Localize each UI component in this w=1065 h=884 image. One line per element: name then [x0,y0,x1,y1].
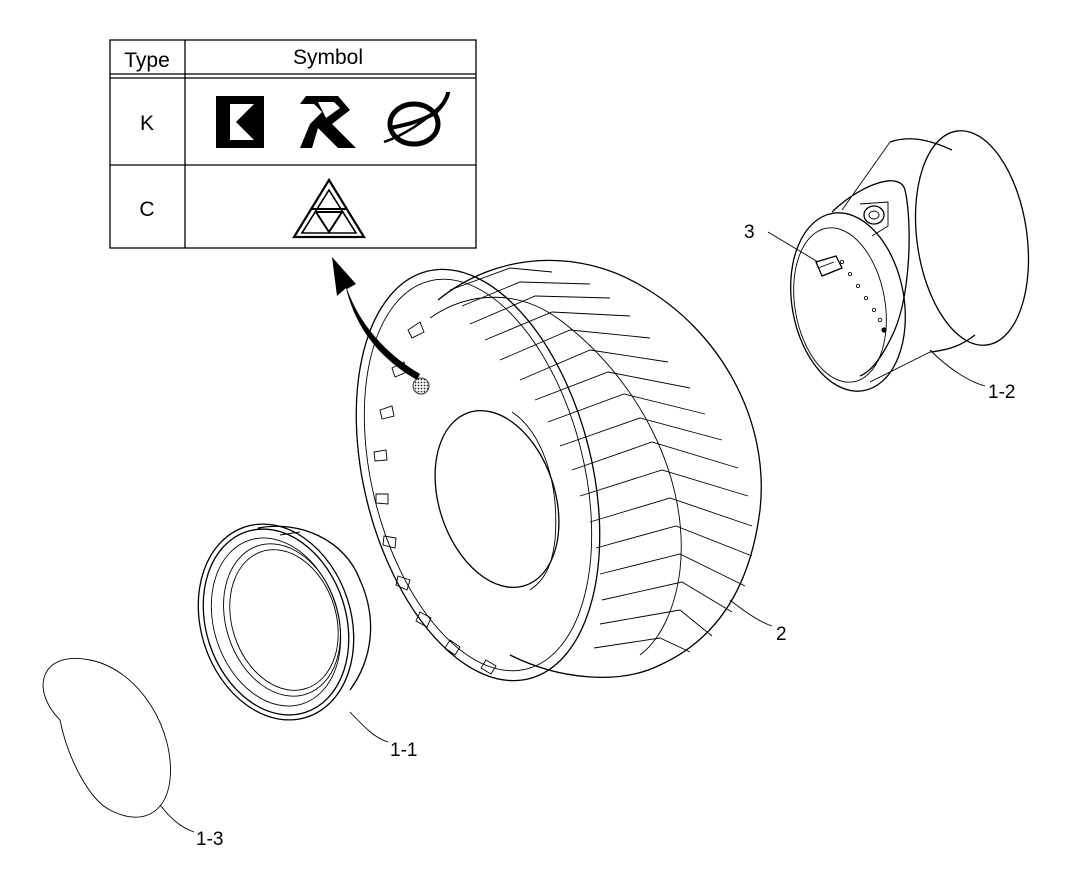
callout-label-3: 3 [744,222,755,243]
table-row-type-c: C [139,198,154,221]
callout-label-1-2: 1-2 [988,382,1015,403]
triforce-triangle-icon [292,177,366,239]
callouts: 1-2 3 2 1-1 1-3 [159,222,1015,850]
table-header-type: Type [124,49,170,72]
valve-part [815,255,843,277]
symbol-table: Type Symbol K C [109,39,477,249]
callout-label-1-1: 1-1 [390,740,417,761]
stacked-chevron-logo-icon [300,96,356,148]
callout-label-1-3: 1-3 [196,829,223,850]
orbit-ring-logo-icon [383,91,450,147]
table-header-symbol: Symbol [293,46,363,69]
reference-arrow [332,257,430,395]
rim-base-part [790,130,1030,392]
callout-label-2: 2 [776,624,787,645]
k-block-logo-icon [216,96,264,148]
hub-cover-part [42,658,171,818]
table-row-type-k: K [140,112,154,135]
marking-location-dot [412,377,430,395]
rim-flange-part [197,523,372,721]
tire-part [355,259,762,682]
